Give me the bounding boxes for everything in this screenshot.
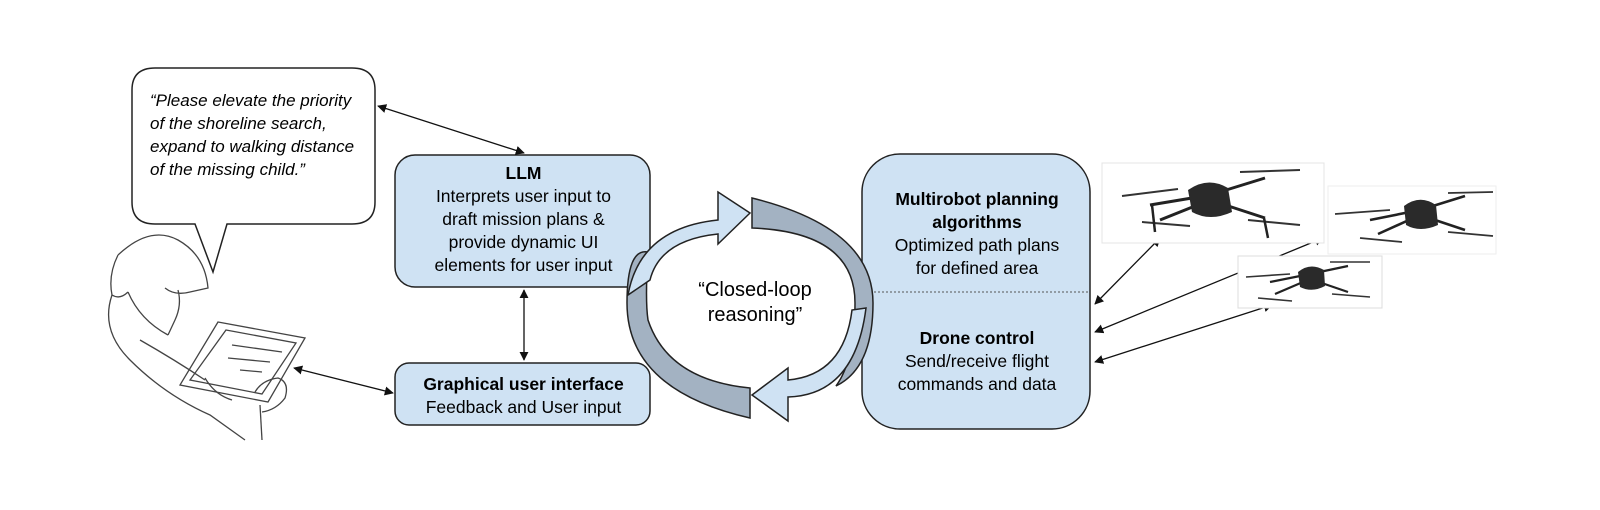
llm-desc-line: elements for user input [434,255,613,275]
person-with-tablet-icon [108,234,307,441]
llm-desc-line: Interprets user input to [435,186,612,206]
drone-control-title: Drone control [919,328,1035,348]
arrow-bubble-llm [377,104,525,155]
llm-title: LLM [505,163,542,183]
closed-loop-arrows [626,190,874,423]
drone-control-desc-line: commands and data [897,374,1057,394]
speech-bubble-text: “Please elevate the priority of the shor… [150,91,355,179]
drone-control-desc-line: Send/receive flight [905,351,1049,371]
llm-desc-line: draft mission plans & [442,209,605,229]
drone-icon [1101,162,1325,244]
planning-desc-line: for defined area [915,258,1039,278]
planning-title: algorithms [932,212,1022,232]
closed-loop-line: “Closed-loop [698,279,812,301]
arrow-control-drone1 [1094,237,1161,305]
connector-arrows [293,104,1324,396]
planning-content: Multirobot planning algorithms Optimized… [864,188,1090,280]
arrow-control-drone3 [1094,303,1273,364]
speech-bubble [131,67,376,275]
llm-desc-line: provide dynamic UI [448,232,599,252]
drone-icon [1237,255,1383,309]
llm-box [394,154,651,288]
drone-icon [1327,185,1497,255]
gui-title: Graphical user interface [423,374,624,394]
llm-box-content: LLM Interprets user input to draft missi… [397,162,650,277]
gui-box-content: Graphical user interface Feedback and Us… [397,373,650,419]
closed-loop-label: “Closed-loop reasoning” [680,278,830,328]
closed-loop-line: reasoning” [707,304,803,326]
gui-box [394,362,651,426]
gui-subtitle: Feedback and User input [425,397,622,417]
arrow-tablet-gui [293,365,394,396]
planning-desc-line: Optimized path plans [894,235,1060,255]
planning-title: Multirobot planning [895,189,1059,209]
drone-control-content: Drone control Send/receive flight comman… [864,327,1090,396]
